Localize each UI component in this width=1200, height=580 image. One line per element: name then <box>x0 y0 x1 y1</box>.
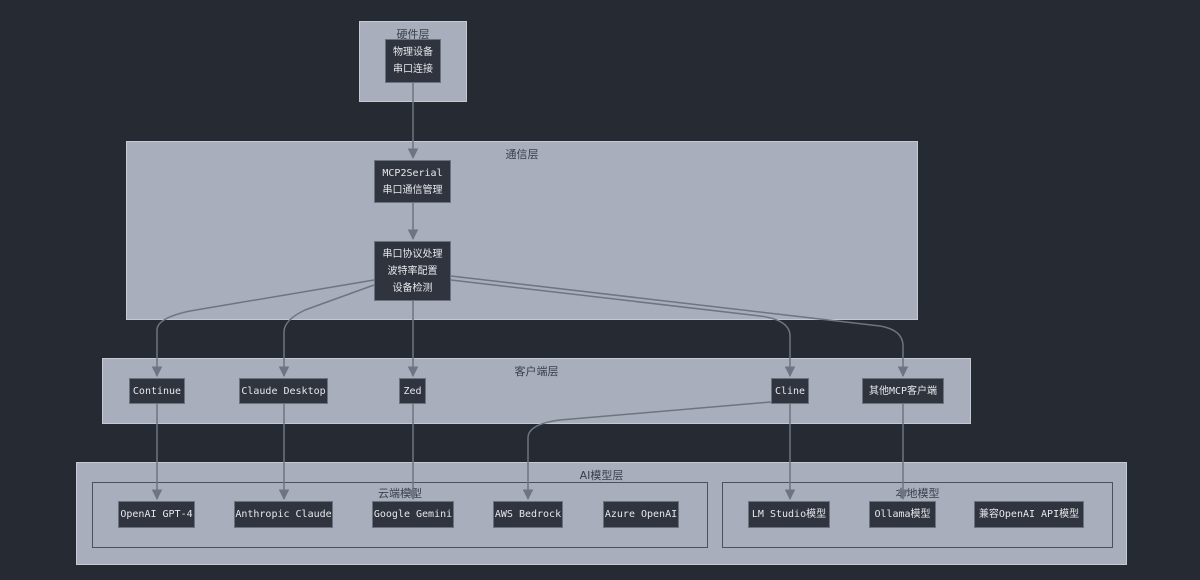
node-ollama[interactable]: Ollama模型 <box>869 501 936 528</box>
node-label-line: 串口连接 <box>393 64 433 75</box>
client-layer: 客户端层 <box>102 358 971 424</box>
node-anthropic-claude[interactable]: Anthropic Claude <box>234 501 333 528</box>
node-openai-compatible[interactable]: 兼容OpenAI API模型 <box>974 501 1084 528</box>
node-label-line: Azure OpenAI <box>604 509 678 520</box>
node-label-line: AWS Bedrock <box>494 509 562 520</box>
node-cline[interactable]: Cline <box>771 378 809 404</box>
client-layer-title: 客户端层 <box>514 365 559 378</box>
hardware-layer-title: 硬件层 <box>396 28 430 41</box>
node-label-line: Continue <box>132 385 182 397</box>
local-models-title: 本地模型 <box>895 487 940 500</box>
node-claude-desktop[interactable]: Claude Desktop <box>239 378 328 404</box>
node-label-line: Ollama模型 <box>874 509 931 520</box>
node-zed[interactable]: Zed <box>399 378 426 404</box>
node-label-line: Google Gemini <box>373 509 453 520</box>
node-label-line: Cline <box>774 385 806 397</box>
ai-model-layer-title: AI模型层 <box>579 469 624 482</box>
cloud-models-title: 云端模型 <box>378 487 422 500</box>
node-label-line: 串口协议处理 <box>382 248 443 260</box>
node-label-line: Claude Desktop <box>241 385 326 397</box>
communication-layer-title: 通信层 <box>505 148 539 161</box>
node-continue[interactable]: Continue <box>129 378 185 404</box>
communication-layer: 通信层 <box>126 141 918 320</box>
node-azure-openai[interactable]: Azure OpenAI <box>603 501 679 528</box>
node-label-line: MCP2Serial <box>382 167 443 179</box>
node-label-line: 设备检测 <box>392 282 433 294</box>
node-openai-gpt4[interactable]: OpenAI GPT-4 <box>118 501 195 528</box>
node-serial-protocol[interactable]: 串口协议处理波特率配置设备检测 <box>374 241 451 301</box>
node-physical-device[interactable]: 物理设备串口连接 <box>385 39 441 83</box>
node-label-line: Anthropic Claude <box>235 509 332 520</box>
node-label-line: 其他MCP客户端 <box>868 385 938 397</box>
node-label-line: LM Studio模型 <box>751 509 827 520</box>
node-label-line: Zed <box>403 385 422 397</box>
node-label-line: 串口通信管理 <box>382 184 443 196</box>
node-mcp2serial[interactable]: MCP2Serial 串口通信管理 <box>374 160 451 203</box>
node-aws-bedrock[interactable]: AWS Bedrock <box>493 501 563 528</box>
node-label-line: 波特率配置 <box>387 265 438 277</box>
node-label-line: 兼容OpenAI API模型 <box>978 509 1080 520</box>
node-lm-studio[interactable]: LM Studio模型 <box>748 501 830 528</box>
node-other-mcp-client[interactable]: 其他MCP客户端 <box>862 378 944 404</box>
node-label-line: OpenAI GPT-4 <box>120 509 193 520</box>
node-google-gemini[interactable]: Google Gemini <box>372 501 454 528</box>
node-label-line: 物理设备 <box>393 47 433 58</box>
